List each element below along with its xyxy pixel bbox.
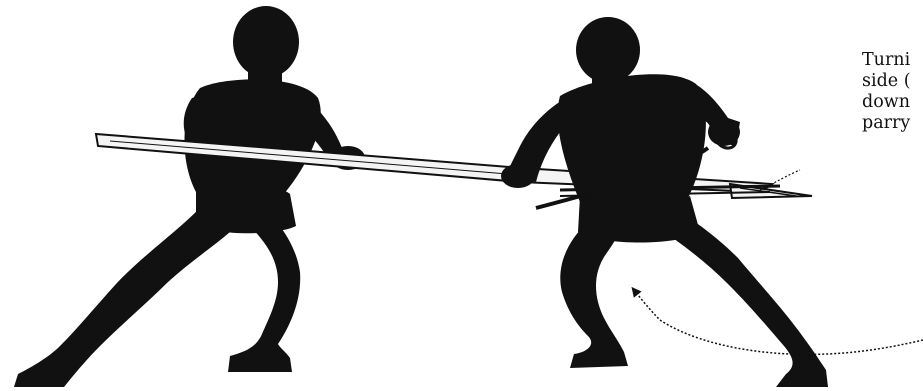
caption-line-3: down [862, 92, 923, 113]
right-fighter-rear-leg [652, 210, 828, 387]
left-fighter-head [233, 6, 299, 78]
caption-line-4: parry [862, 113, 923, 134]
right-fighter-head [576, 17, 640, 83]
caption-line-2: side ( [862, 71, 923, 92]
right-fighter-front-hand [501, 164, 535, 188]
left-fighter-silhouette [14, 6, 365, 387]
caption-text: Turni side ( down parry [862, 50, 923, 134]
right-fighter-front-leg [560, 222, 628, 368]
caption-line-1: Turni [862, 50, 923, 71]
right-fighter-silhouette [501, 17, 828, 387]
left-fighter-rear-leg [14, 208, 230, 387]
left-fighter-front-leg [228, 210, 300, 372]
